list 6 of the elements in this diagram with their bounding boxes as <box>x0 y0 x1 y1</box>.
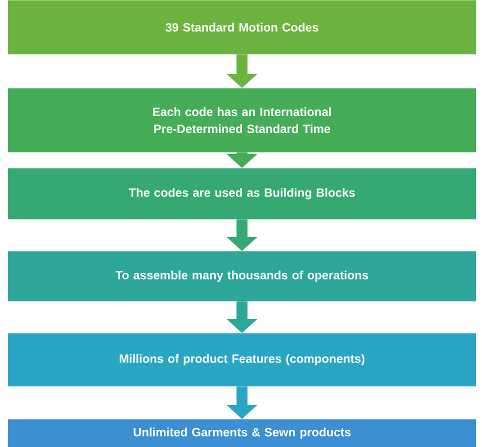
process-box: 39 Standard Motion Codes <box>8 0 476 54</box>
process-box: Unlimited Garments & Sewn products <box>8 419 476 447</box>
process-box: To assemble many thousands of operations <box>8 251 476 302</box>
process-box: Millions of product Features (components) <box>8 333 476 386</box>
process-box: Each code has an International Pre-Determined Standard Time <box>8 88 476 152</box>
process-box: The codes are used as Building Blocks <box>8 168 476 220</box>
